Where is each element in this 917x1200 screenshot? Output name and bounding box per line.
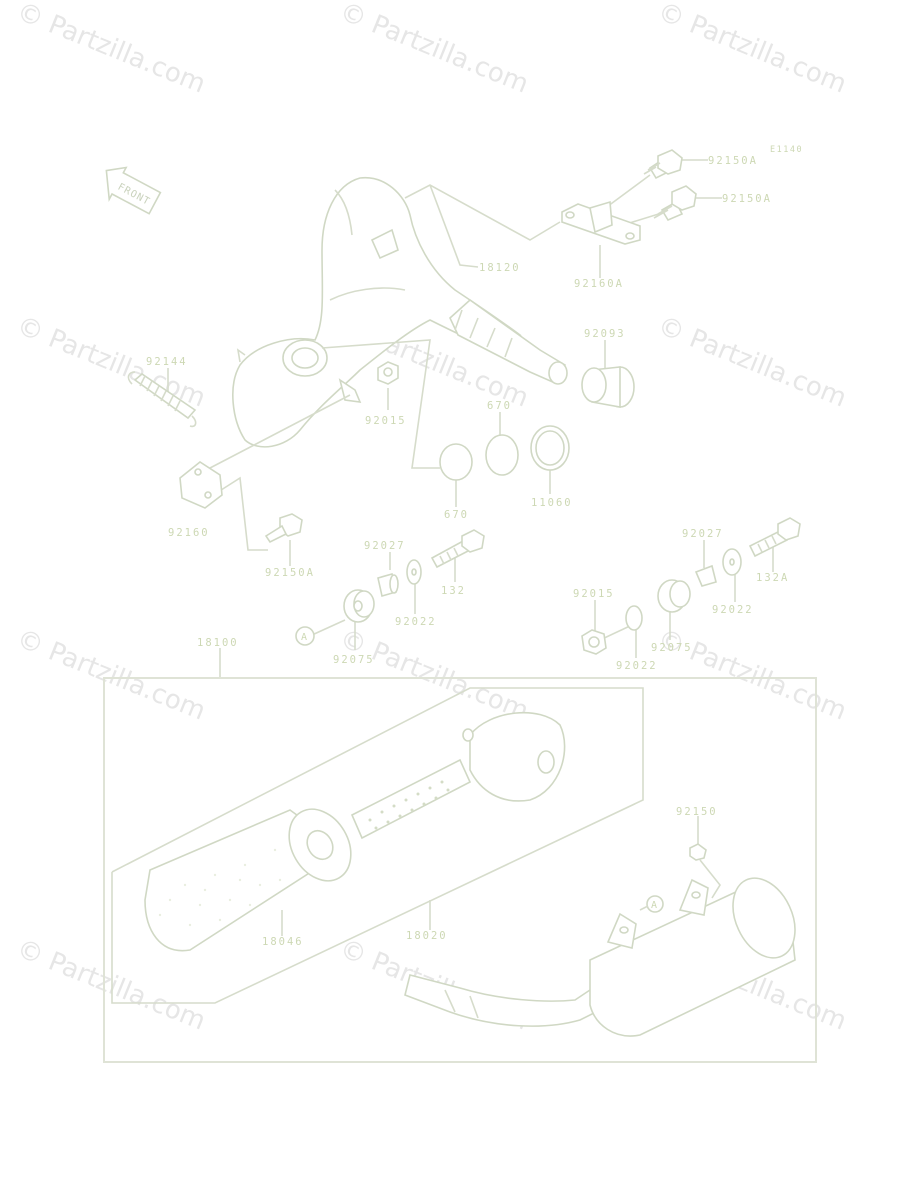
gasket-11060	[530, 425, 570, 471]
leader-lines	[167, 159, 774, 899]
part-labels: 92150A 92150A 18120 92160A 92093 92144 9…	[146, 155, 789, 948]
part-label-670: 670	[487, 400, 512, 412]
silencer-body-18020	[404, 843, 796, 1037]
part-label-92150: 92150	[676, 806, 718, 818]
watermark: © Partzilla.com	[335, 0, 532, 100]
nut-92015-right	[581, 629, 607, 655]
gasket-92093	[581, 366, 635, 408]
watermark: © Partzilla.com	[653, 311, 850, 414]
nut-92015-left	[377, 361, 399, 385]
washer-92022-left	[406, 559, 422, 585]
part-label-92075: 92075	[333, 654, 375, 666]
part-label-670: 670	[444, 509, 469, 521]
part-label-92150A: 92150A	[265, 567, 315, 579]
silencer-assembly-box	[103, 677, 817, 1063]
callout-a-label: A	[651, 900, 657, 911]
part-label-92015: 92015	[365, 415, 407, 427]
o-ring-670-bottom	[439, 443, 473, 481]
bolt-92150A-lower	[653, 185, 697, 222]
part-label-92075: 92075	[651, 642, 693, 654]
part-label-18046: 18046	[262, 936, 304, 948]
part-label-11060: 11060	[531, 497, 573, 509]
bracket-92160	[179, 461, 223, 509]
end-cap	[462, 711, 566, 802]
bolt-92150A-upper	[643, 149, 683, 180]
part-label-92022: 92022	[395, 616, 437, 628]
bolt-92150A-left	[264, 513, 303, 544]
subassembly-outline	[111, 687, 644, 1004]
part-label-18020: 18020	[406, 930, 448, 942]
watermark: © Partzilla.com	[653, 0, 850, 100]
collar-92027-right	[694, 564, 717, 587]
front-arrow-icon: FRONT	[105, 166, 162, 215]
part-label-92160: 92160	[168, 527, 210, 539]
part-label-92144: 92144	[146, 356, 188, 368]
part-label-92093: 92093	[584, 328, 626, 340]
washer-92022-right-bottom	[625, 605, 643, 631]
spring-92144	[127, 371, 197, 428]
grommet-92075-right	[657, 579, 691, 613]
callout-a-label: A	[301, 632, 307, 643]
washer-92022-right-top	[722, 548, 742, 576]
part-label-132: 132	[441, 585, 466, 597]
watermark: © Partzilla.com	[12, 0, 209, 100]
part-label-18120: 18120	[479, 262, 521, 274]
packing-18046	[144, 808, 352, 952]
grommet-92075-left	[343, 589, 375, 623]
exhaust-pipe-18120	[232, 177, 568, 448]
part-label-92027: 92027	[682, 528, 724, 540]
part-label-92150A: 92150A	[722, 193, 772, 205]
o-ring-670-top	[485, 434, 519, 476]
bracket-92160A	[561, 200, 641, 245]
part-label-92150A: 92150A	[708, 155, 758, 167]
part-label-92022: 92022	[712, 604, 754, 616]
callout-a-left: A	[295, 626, 315, 646]
watermark: © Partzilla.com	[12, 624, 209, 727]
bolt-132A	[748, 517, 801, 558]
perforated-pipe	[350, 758, 472, 840]
watermark: © Partzilla.com	[335, 624, 532, 727]
callout-a-right: A	[646, 895, 664, 913]
part-label-18100: 18100	[197, 637, 239, 649]
bolt-132	[430, 529, 485, 569]
part-label-92160A: 92160A	[574, 278, 624, 290]
part-label-132A: 132A	[756, 572, 789, 584]
collar-92027-left	[377, 572, 399, 598]
part-label-92022: 92022	[616, 660, 658, 672]
diagram-code: E1140	[770, 145, 803, 155]
part-label-92027: 92027	[364, 540, 406, 552]
part-label-92015: 92015	[573, 588, 615, 600]
watermark: © Partzilla.com	[653, 624, 850, 727]
